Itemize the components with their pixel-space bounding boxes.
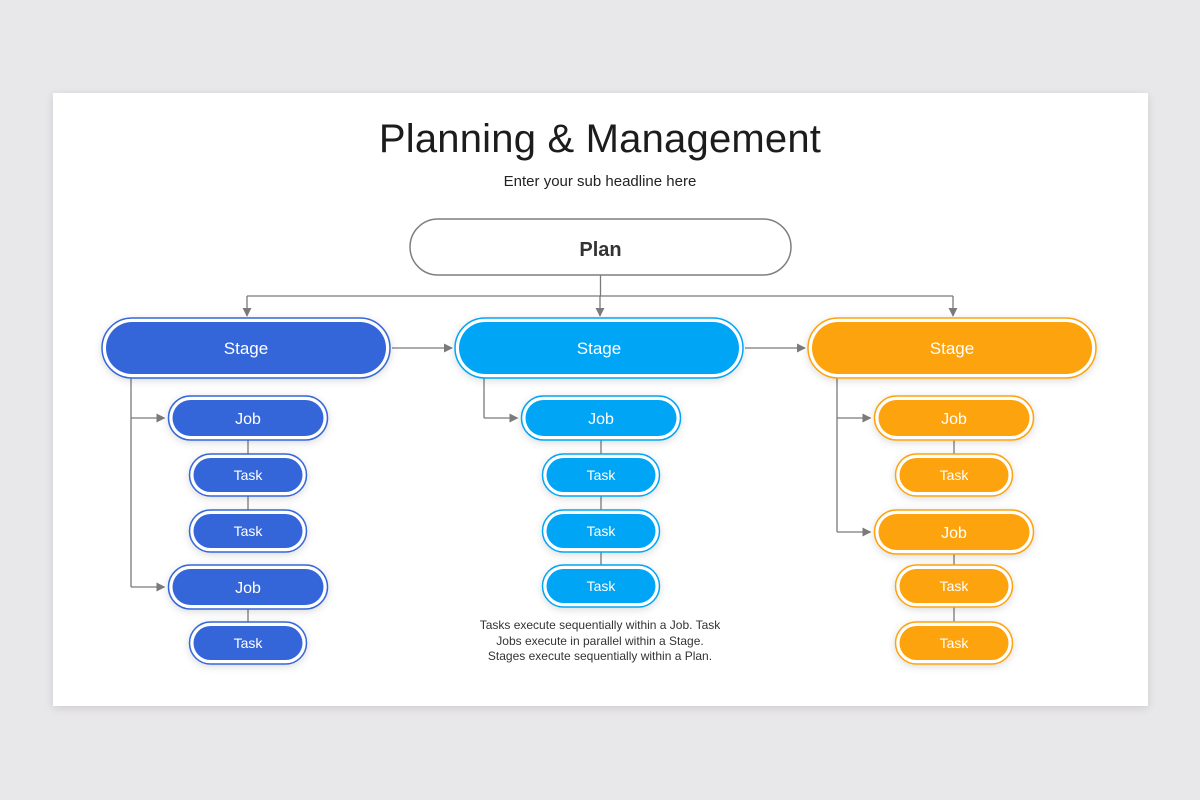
slide-title: Planning & Management: [378, 117, 822, 161]
connector-lines: [130, 275, 958, 622]
stage-node[interactable]: Stage: [101, 317, 391, 379]
task-node-label: Task: [940, 578, 970, 594]
task-node[interactable]: Task: [894, 453, 1014, 497]
task-node[interactable]: Task: [541, 453, 661, 497]
note-line: Stages execute sequentially within a Pla…: [487, 649, 713, 663]
job-node[interactable]: Job: [873, 509, 1035, 555]
stage-node-label: Stage: [577, 339, 621, 358]
job-node-label: Job: [941, 411, 967, 428]
task-node[interactable]: Task: [541, 509, 661, 553]
note-line: Jobs execute in parallel within a Stage.: [496, 633, 704, 648]
task-node[interactable]: Task: [188, 621, 308, 665]
job-node[interactable]: Job: [167, 564, 329, 610]
stage-node[interactable]: Stage: [807, 317, 1097, 379]
task-node-label: Task: [234, 523, 264, 539]
task-node-label: Task: [587, 467, 617, 483]
slide-subtitle: Enter your sub headline here: [503, 173, 697, 190]
note-line: Tasks execute sequentially within a Job.…: [479, 618, 721, 632]
job-node[interactable]: Job: [167, 395, 329, 441]
stage-node[interactable]: Stage: [454, 317, 744, 379]
job-node-label: Job: [941, 525, 967, 542]
task-node[interactable]: Task: [894, 564, 1014, 608]
plan-node[interactable]: Plan: [409, 218, 792, 276]
diagram-note: Tasks execute sequentially within a Job.…: [440, 618, 760, 665]
task-node[interactable]: Task: [188, 509, 308, 553]
stage-node-label: Stage: [224, 339, 268, 358]
job-node-label: Job: [235, 580, 261, 597]
task-node-label: Task: [940, 635, 970, 651]
job-node-label: Job: [235, 411, 261, 428]
plan-label: Plan: [579, 239, 621, 261]
job-node[interactable]: Job: [873, 395, 1035, 441]
task-node[interactable]: Task: [894, 621, 1014, 665]
job-node[interactable]: Job: [520, 395, 682, 441]
task-node-label: Task: [940, 467, 970, 483]
task-node-label: Task: [587, 523, 617, 539]
task-node[interactable]: Task: [188, 453, 308, 497]
job-node-label: Job: [588, 411, 614, 428]
task-node-label: Task: [234, 467, 264, 483]
task-node-label: Task: [587, 578, 617, 594]
task-node[interactable]: Task: [541, 564, 661, 608]
task-node-label: Task: [234, 635, 264, 651]
stage-node-label: Stage: [930, 339, 974, 358]
